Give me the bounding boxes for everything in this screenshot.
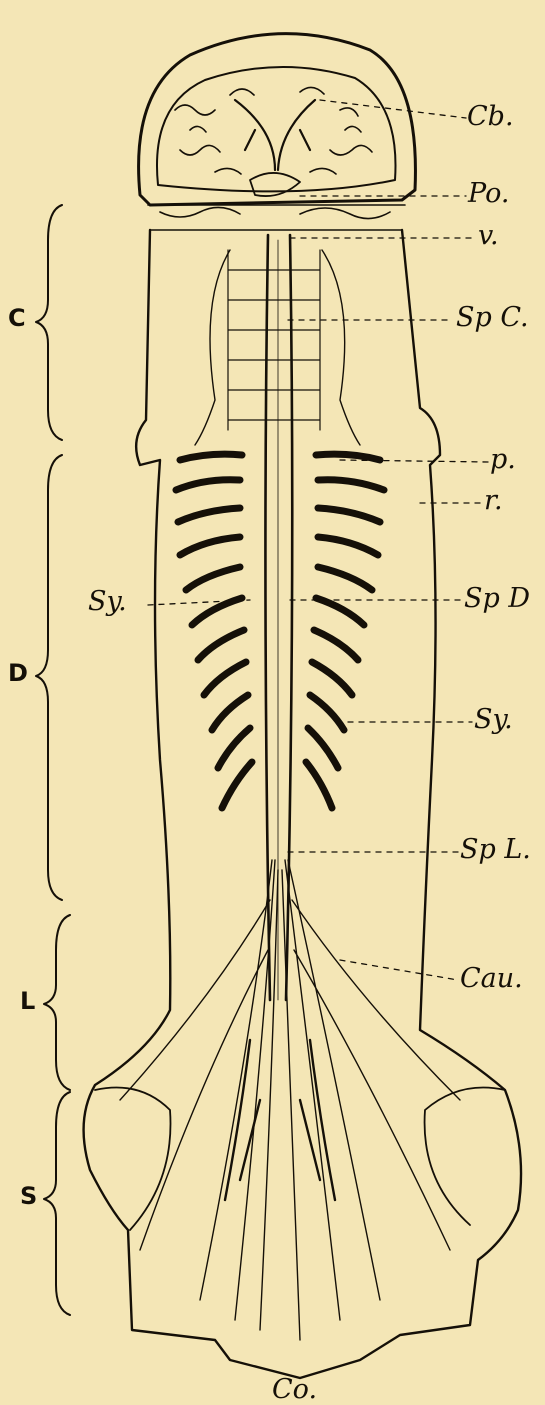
region-label-lumbar: L <box>20 989 35 1013</box>
region-label-dorsal: D <box>8 661 28 685</box>
label-p: p. <box>490 446 516 473</box>
label-spinal-cervical: Sp C. <box>456 304 529 331</box>
label-spinal-lumbar: Sp L. <box>460 836 531 863</box>
brace-s <box>44 1092 70 1315</box>
label-sympathetic-left: Sy. <box>88 588 127 615</box>
leader-cau <box>340 960 458 980</box>
skull-outline <box>139 34 416 205</box>
label-cauda: Cau. <box>460 965 523 992</box>
brace-c <box>36 205 62 440</box>
region-label-sacral: S <box>20 1184 37 1208</box>
label-spinal-dorsal: Sp D <box>464 585 530 612</box>
label-cerebrum: Cb. <box>467 103 514 130</box>
cauda-equina <box>120 860 460 1340</box>
leader-p <box>340 460 488 462</box>
brace-d <box>36 455 62 900</box>
label-coccyx: Co. <box>272 1376 317 1403</box>
pons <box>250 173 300 196</box>
brace-l <box>44 915 70 1090</box>
label-ventricle: v. <box>478 222 499 249</box>
region-label-cervical: C <box>8 306 26 330</box>
label-pons: Po. <box>468 180 509 207</box>
label-sympathetic-right: Sy. <box>474 706 513 733</box>
label-r: r. <box>484 487 503 514</box>
